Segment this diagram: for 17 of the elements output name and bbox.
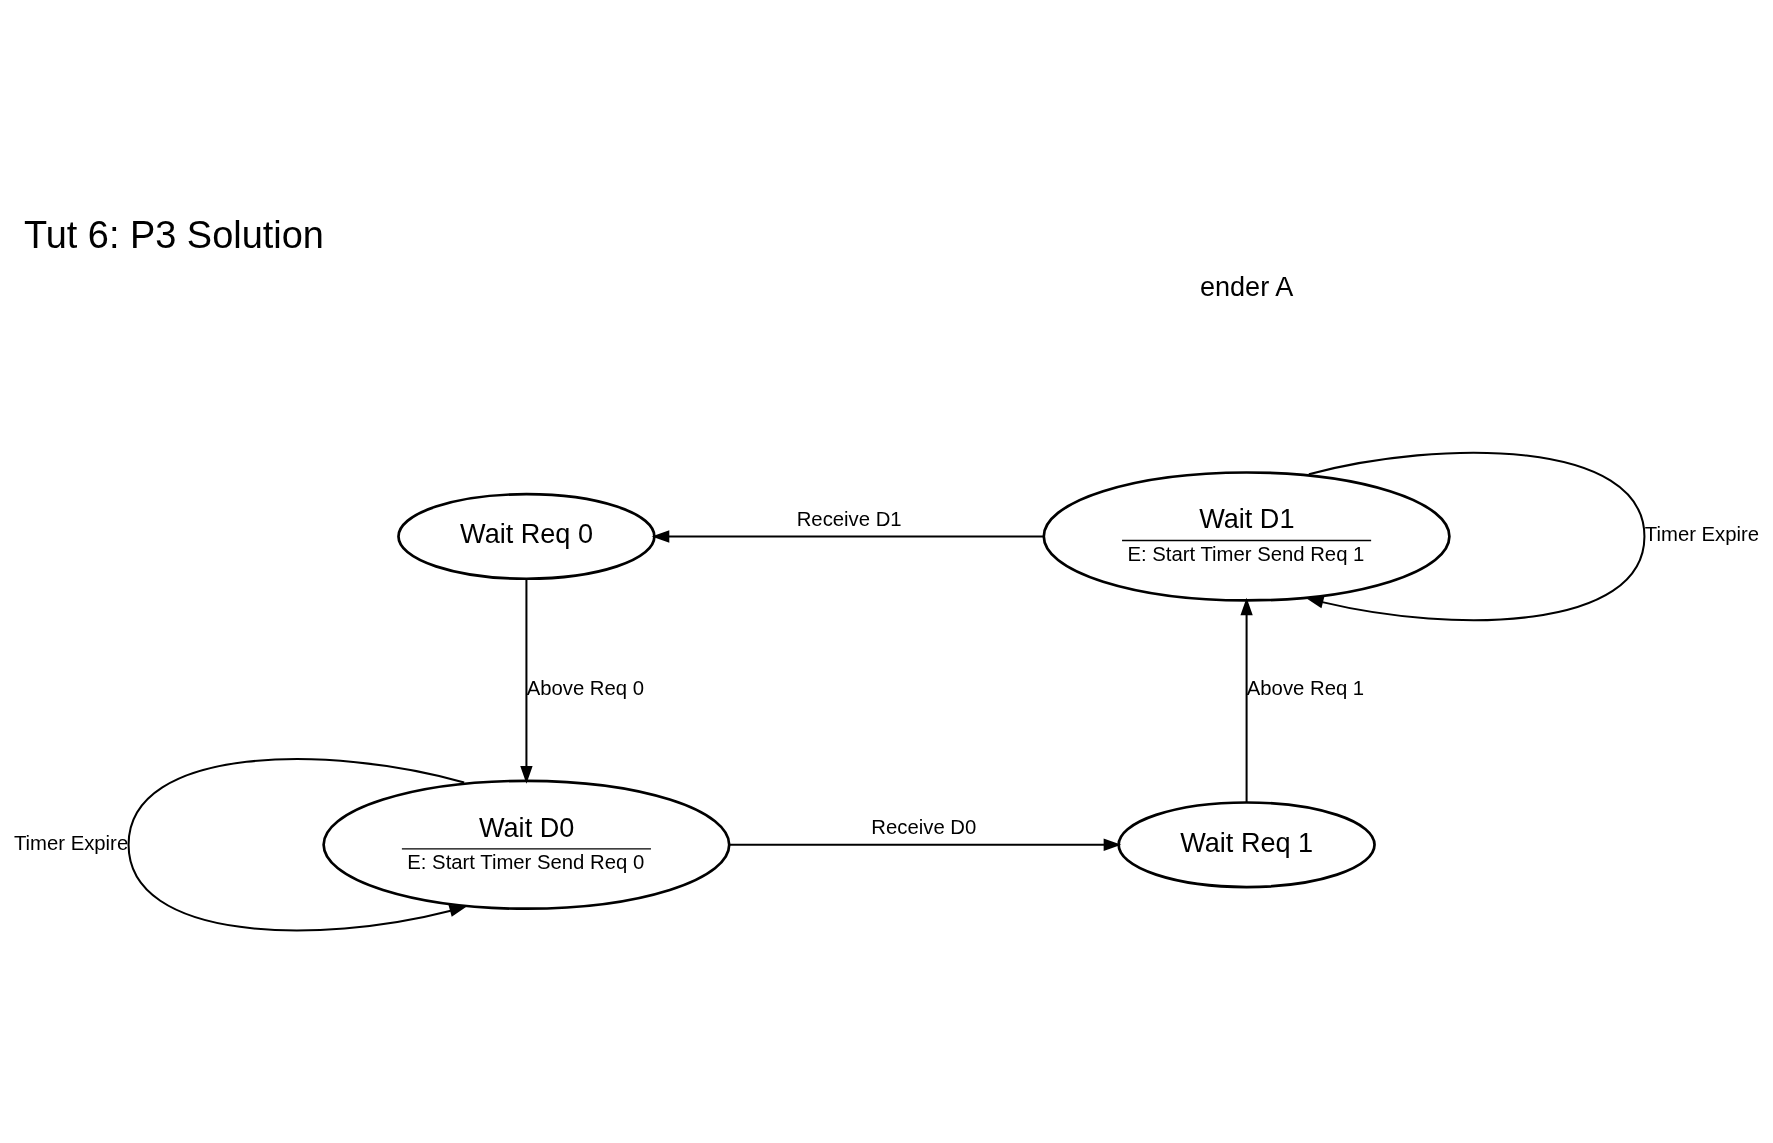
node-ellipse: Wait D1 E: Start Timer Send Req 1: [1042, 471, 1451, 602]
edge-label: Above Req 0: [526, 677, 644, 700]
edge-label: Receive D0: [871, 815, 977, 838]
arrow: [1240, 597, 1253, 803]
node-ellipse: Wait D0 E: Start Timer Send Req 0: [322, 779, 731, 911]
arrow: [520, 579, 533, 784]
arrow: [1305, 452, 1646, 622]
edge-label: Timer Expire: [1644, 523, 1760, 546]
node-ellipse: Wait Req 1: [1117, 801, 1376, 889]
diagram-title: Tut 6: P3 Solution: [24, 214, 324, 257]
arrow: [729, 838, 1122, 851]
node-ellipse: Wait Req 0: [397, 492, 656, 581]
arrow: [127, 758, 468, 932]
edge-label: Receive D1: [796, 507, 902, 530]
label: ender A: [1199, 271, 1294, 303]
arrow: [651, 530, 1044, 543]
edge-label: Timer Expire: [13, 831, 129, 854]
